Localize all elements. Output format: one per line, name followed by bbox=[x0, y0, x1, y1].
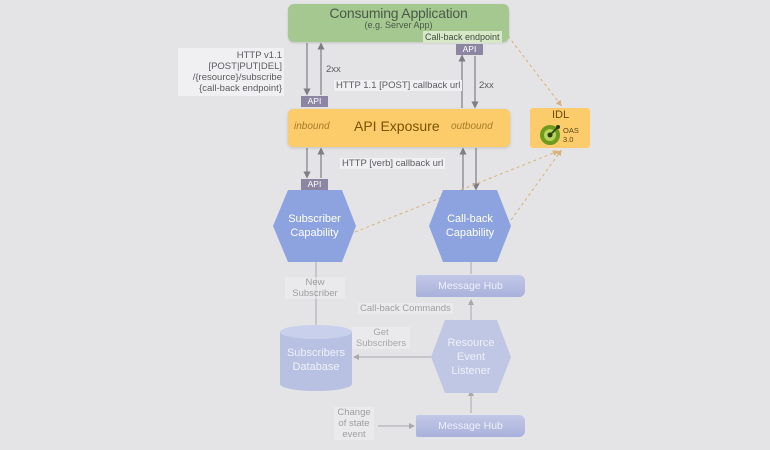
change-state-line: event bbox=[342, 429, 366, 440]
callback-endpoint-label: Call-back endpoint bbox=[423, 31, 502, 43]
resource-event-listener: Resource Event Listener bbox=[431, 337, 511, 379]
resource-listener-hex bbox=[431, 320, 511, 393]
subscribers-database: Subscribers Database bbox=[280, 347, 352, 377]
idl-title: IDL bbox=[552, 109, 570, 121]
get-subscribers-line: Subscribers bbox=[355, 338, 407, 349]
get-subscribers-line: Get bbox=[373, 327, 389, 338]
api-tag-subscriber: API bbox=[301, 179, 328, 190]
exposure-title: API Exposure bbox=[354, 118, 440, 134]
callback-post-label: HTTP 1.1 [POST] callback url bbox=[334, 80, 463, 91]
request-line: HTTP v1.1 bbox=[236, 50, 282, 61]
request-line: [POST|PUT|DEL] bbox=[208, 61, 282, 72]
callback-2xx-label: 2xx bbox=[479, 80, 494, 91]
subscriber-capability-line: Subscriber bbox=[288, 213, 341, 225]
consumer-subtitle: (e.g. Server App) bbox=[364, 20, 433, 30]
api-tag-inbound: API bbox=[301, 96, 328, 107]
idl-link-callback bbox=[510, 149, 562, 221]
subscriber-capability-line: Capability bbox=[290, 227, 339, 239]
openapi-logo-icon bbox=[540, 125, 560, 145]
callback-capability-hex bbox=[429, 190, 511, 262]
inbound-label: inbound bbox=[294, 121, 330, 132]
callback-capability: Call-back Capability bbox=[429, 213, 511, 243]
request-line: {call-back endpoint} bbox=[199, 83, 282, 94]
change-state-line: Change bbox=[337, 407, 371, 418]
idl-link-consumer bbox=[507, 35, 562, 107]
resource-listener-line: Listener bbox=[451, 365, 491, 377]
message-hub-bottom: Message Hub bbox=[416, 415, 525, 437]
change-state-label: Change of state event bbox=[334, 407, 374, 440]
request-line: /{resource}/subscribe bbox=[192, 72, 282, 83]
response-2xx-label: 2xx bbox=[326, 64, 341, 75]
subscribers-database-line: Subscribers bbox=[286, 347, 346, 359]
idl-spec-name: OAS bbox=[563, 126, 579, 135]
outbound-label: outbound bbox=[451, 121, 493, 132]
api-tag-callback: API bbox=[456, 44, 483, 55]
consumer-title: Consuming Application bbox=[329, 5, 468, 21]
idl-box: IDL OAS 3.0 bbox=[530, 108, 590, 148]
verb-callback-label: HTTP [verb] callback url bbox=[340, 158, 446, 169]
subscriber-capability-hex bbox=[273, 190, 356, 262]
new-subscriber-label: New Subscriber bbox=[285, 277, 345, 299]
new-subscriber-line: Subscriber bbox=[292, 288, 338, 299]
idl-spec-version: 3.0 bbox=[563, 135, 574, 144]
request-label: HTTP v1.1 [POST|PUT|DEL] /{resource}/sub… bbox=[178, 48, 284, 96]
subscribers-database-line: Database bbox=[292, 361, 340, 373]
new-subscriber-line: New bbox=[305, 277, 325, 288]
subscriber-capability: Subscriber Capability bbox=[273, 213, 356, 243]
subscribers-database-cylinder bbox=[280, 325, 352, 391]
resource-listener-line: Resource bbox=[447, 337, 495, 349]
change-state-line: of state bbox=[338, 418, 370, 429]
get-subscribers-label: Get Subscribers bbox=[352, 327, 410, 349]
api-exposure-box: inbound API Exposure outbound bbox=[288, 109, 510, 147]
resource-listener-line: Event bbox=[456, 351, 486, 363]
callback-commands-label: Call-back Commands bbox=[358, 303, 453, 314]
callback-capability-line: Call-back bbox=[447, 213, 493, 225]
message-hub-top: Message Hub bbox=[416, 275, 525, 297]
callback-capability-line: Capability bbox=[445, 227, 495, 239]
